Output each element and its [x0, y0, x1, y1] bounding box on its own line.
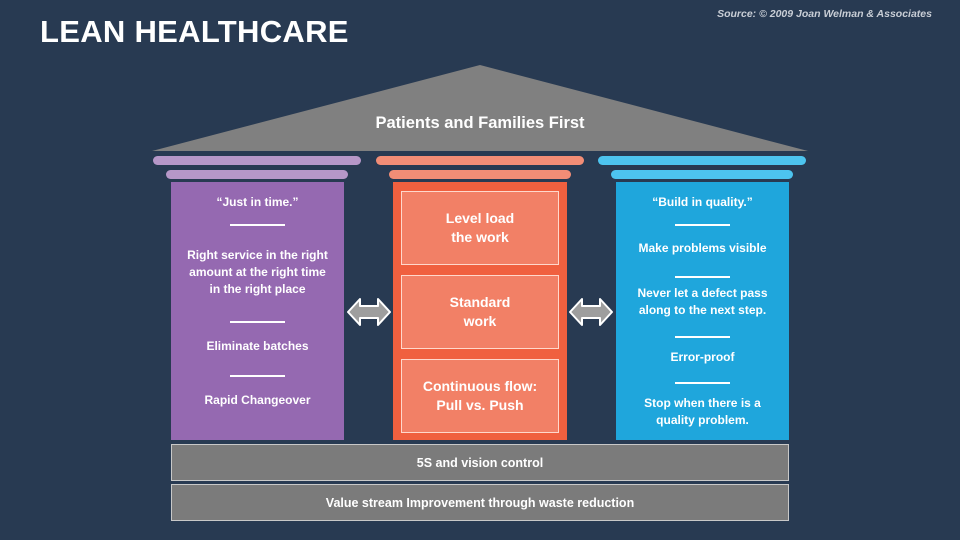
- foundation-5s-vision-control: 5S and vision control: [171, 444, 789, 481]
- center-box-level-load: Level load the work: [401, 191, 559, 265]
- left-pillar-item: Eliminate batches: [206, 339, 309, 353]
- right-pillar-cap-top: [598, 156, 806, 165]
- left-pillar-item: Right service in the right amount at the…: [187, 248, 328, 296]
- center-pillar: Level load the work Standard work Contin…: [393, 182, 567, 440]
- double-arrow-icon: [347, 298, 391, 326]
- roof-triangle: [152, 65, 808, 151]
- center-pillar-cap-bottom: [389, 170, 571, 179]
- left-pillar-item: Rapid Changeover: [204, 393, 311, 407]
- left-pillar-just-in-time: “Just in time.” Right service in the rig…: [171, 182, 344, 440]
- left-pillar-cap-bottom: [166, 170, 348, 179]
- left-pillar-heading: “Just in time.”: [216, 195, 299, 209]
- right-pillar-item: Never let a defect pass along to the nex…: [637, 286, 768, 317]
- foundation-value-stream: Value stream Improvement through waste r…: [171, 484, 789, 521]
- center-box-standard-work: Standard work: [401, 275, 559, 349]
- left-divider-2: [230, 321, 285, 323]
- roof-label: Patients and Families First: [375, 114, 585, 132]
- right-pillar-item: Make problems visible: [638, 241, 767, 255]
- left-divider-1: [230, 224, 285, 226]
- left-divider-3: [230, 375, 285, 377]
- right-pillar-heading: “Build in quality.”: [652, 195, 753, 209]
- right-pillar-item: Error-proof: [670, 350, 735, 364]
- right-divider-2: [675, 276, 730, 278]
- center-box-continuous-flow: Continuous flow: Pull vs. Push: [401, 359, 559, 433]
- page-title: LEAN HEALTHCARE: [40, 14, 349, 49]
- right-divider-1: [675, 224, 730, 226]
- right-divider-4: [675, 382, 730, 384]
- right-pillar-item: Stop when there is a quality problem.: [644, 396, 761, 427]
- right-divider-3: [675, 336, 730, 338]
- right-pillar-build-in-quality: “Build in quality.” Make problems visibl…: [616, 182, 789, 440]
- double-arrow-icon: [569, 298, 613, 326]
- right-pillar-cap-bottom: [611, 170, 793, 179]
- center-pillar-cap-top: [376, 156, 584, 165]
- source-citation: Source: © 2009 Joan Welman & Associates: [717, 8, 932, 20]
- left-pillar-cap-top: [153, 156, 361, 165]
